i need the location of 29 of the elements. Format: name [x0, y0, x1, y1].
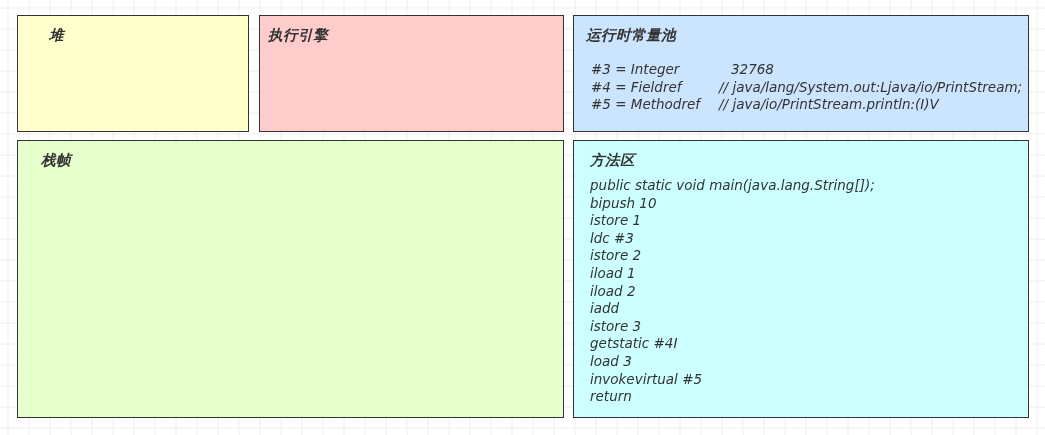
constant-pool-entry: // java/io/PrintStream.println:(I)V — [719, 96, 939, 112]
bytecode-line: istore 1 — [590, 212, 642, 229]
area-heading: 栈帧 — [41, 152, 71, 168]
bytecode-line: iadd — [590, 300, 620, 317]
bytecode-line: ldc #3 — [590, 229, 634, 246]
area-heading: 方法区 — [590, 152, 635, 168]
area-heading: 堆 — [49, 27, 64, 43]
constant-pool-entry: #4 = Fieldref — [591, 78, 682, 95]
bytecode-line: istore 3 — [590, 317, 642, 334]
constant-pool-entry: #3 = Integer — [591, 61, 680, 77]
memory-area-box — [259, 15, 564, 132]
memory-area-box — [573, 15, 1029, 132]
bytecode-line: getstatic #4I — [590, 335, 678, 352]
bytecode-line: bipush 10 — [590, 194, 657, 211]
constant-pool-entry: 32768 — [731, 61, 774, 77]
bytecode-line: istore 2 — [590, 247, 642, 264]
constant-pool-entry: // java/lang/System.out:Ljava/io/PrintStream; — [719, 78, 1023, 95]
bytecode-line: public static void main(java.lang.String[]); — [590, 177, 875, 193]
constant-pool-entry: #5 = Methodref — [591, 96, 701, 112]
memory-area-box — [17, 15, 249, 132]
bytecode-line: return — [590, 388, 632, 405]
area-heading: 执行引擎 — [268, 27, 328, 43]
memory-area-box — [573, 140, 1029, 418]
bytecode-line: load 3 — [590, 353, 632, 369]
area-heading: 运行时常量池 — [586, 27, 676, 43]
bytecode-line: iload 1 — [590, 265, 636, 281]
memory-area-box — [17, 140, 564, 418]
bytecode-line: iload 2 — [590, 282, 636, 299]
bytecode-line: invokevirtual #5 — [590, 370, 703, 387]
